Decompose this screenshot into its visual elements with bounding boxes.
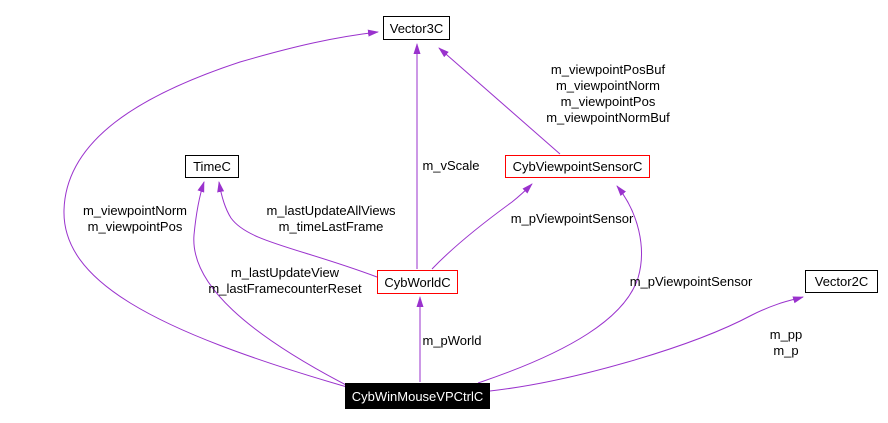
edge-label-ctrl-to-vector3c: m_viewpointNorm m_viewpointPos [82,203,188,234]
edge-label-ctrl-to-timec: m_lastUpdateView m_lastFramecounterReset [208,265,362,296]
edge-label-ctrl-to-vector2c: m_pp m_p [769,327,803,358]
edge-label-ctrl-to-world: m_pWorld [422,333,482,348]
edge-label-sensor-to-vector3c: m_viewpointPosBuf m_viewpointNorm m_view… [546,62,670,125]
edge-label-world-to-vector3c: m_vScale [422,158,480,173]
class-node-vector3c[interactable]: Vector3C [383,16,450,40]
edge-ctrl-to-vector3c [63,29,379,388]
class-node-cybwinmousevpctrlc-current: CybWinMouseVPCtrlC [345,383,490,409]
edge-ctrl-to-sensor [477,185,642,384]
edge-sensor-to-vector3c [438,47,561,155]
edge-label-world-to-timec: m_lastUpdateAllViews m_timeLastFrame [266,203,396,234]
class-node-vector2c[interactable]: Vector2C [805,270,878,293]
edge-world-to-sensor [431,183,533,270]
edge-world-to-timec [217,181,378,278]
edge-ctrl-to-vector2c [489,296,804,392]
class-node-timec[interactable]: TimeC [185,155,239,178]
edge-label-ctrl-to-sensor: m_pViewpointSensor [629,274,753,289]
edge-label-world-to-sensor: m_pViewpointSensor [510,211,634,226]
class-node-cybworldc[interactable]: CybWorldC [377,270,458,294]
class-node-cybviewpointsensorc[interactable]: CybViewpointSensorC [505,155,650,178]
edge-ctrl-to-timec [193,181,349,387]
